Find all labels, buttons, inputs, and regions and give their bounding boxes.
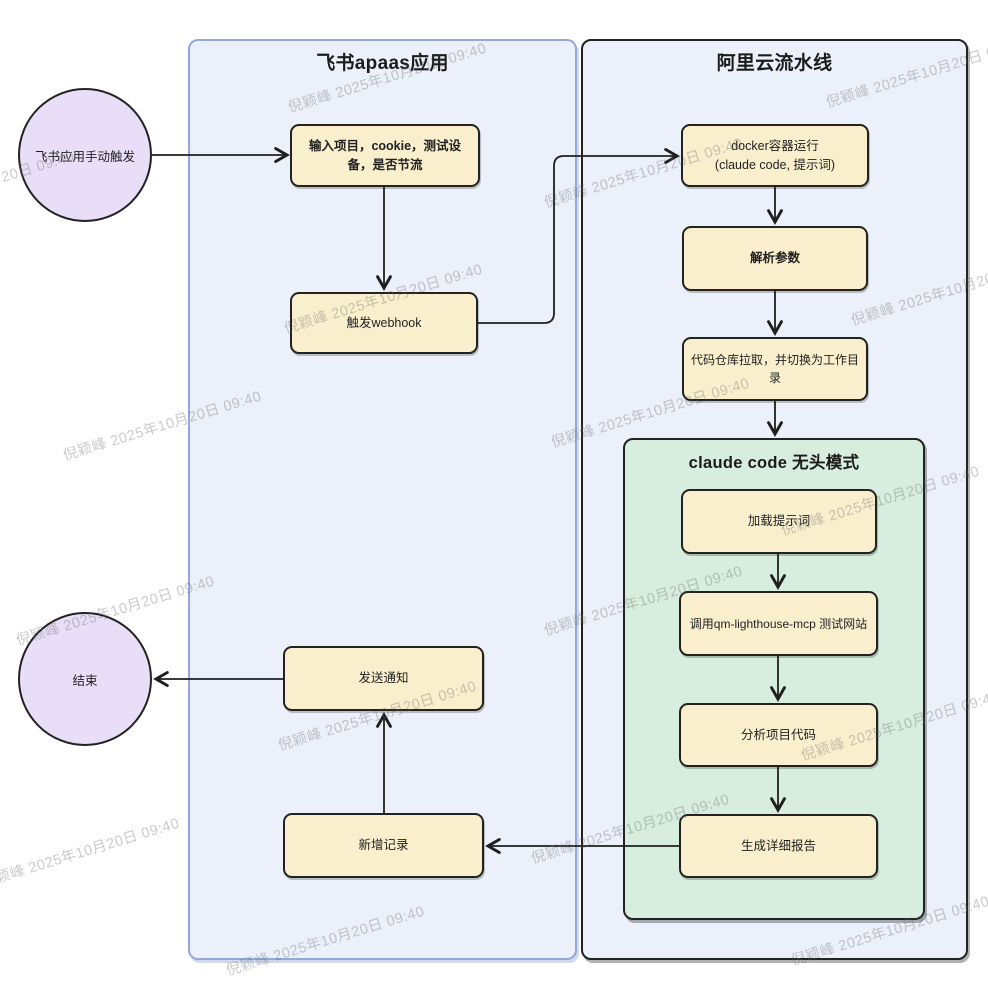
node-call-lighthouse-mcp: 调用qm-lighthouse-mcp 测试网站	[679, 591, 878, 656]
node-load-prompt-label: 加载提示词	[747, 514, 811, 529]
node-trigger-webhook: 触发webhook	[290, 292, 478, 354]
node-parse-params-label: 解析参数	[749, 251, 800, 266]
node-repo-pull-label: 代码仓库拉取，并切换为工作目录	[690, 353, 859, 385]
node-send-notification-label: 发送通知	[358, 671, 409, 686]
node-input-params-label: 输入项目，cookie，测试设备，是否节流	[308, 138, 462, 172]
watermark: 倪颖峰 2025年10月20日 09:40	[0, 815, 182, 892]
node-send-notification: 发送通知	[283, 646, 484, 711]
node-analyze-code-label: 分析项目代码	[740, 727, 816, 742]
node-end-circle: 结束	[18, 612, 152, 746]
node-docker-run-label: docker容器运行 (claude code, 提示词)	[715, 137, 835, 173]
node-docker-run: docker容器运行 (claude code, 提示词)	[681, 124, 869, 187]
group-feishu-title: 飞书apaas应用	[316, 53, 449, 74]
node-trigger-webhook-label: 触发webhook	[346, 315, 422, 330]
node-input-params: 输入项目，cookie，测试设备，是否节流	[290, 124, 480, 187]
node-load-prompt: 加载提示词	[681, 489, 877, 554]
node-generate-report-label: 生成详细报告	[740, 838, 816, 853]
node-call-lighthouse-mcp-label: 调用qm-lighthouse-mcp 测试网站	[689, 616, 868, 631]
node-start-label: 飞书应用手动触发	[34, 149, 135, 164]
node-start-circle: 飞书应用手动触发	[18, 88, 152, 222]
node-analyze-code: 分析项目代码	[679, 703, 878, 767]
node-add-record-label: 新增记录	[358, 838, 409, 853]
group-claude-title: claude code 无头模式	[688, 454, 860, 472]
group-aliyun-title: 阿里云流水线	[716, 53, 833, 74]
node-parse-params: 解析参数	[682, 226, 868, 291]
node-docker-run-line2: (claude code, 提示词)	[714, 157, 836, 172]
node-add-record: 新增记录	[283, 813, 484, 878]
node-docker-run-line1: docker容器运行	[731, 139, 819, 154]
node-repo-pull: 代码仓库拉取，并切换为工作目录	[682, 337, 868, 401]
node-generate-report: 生成详细报告	[679, 814, 878, 878]
node-end-label: 结束	[72, 673, 98, 688]
